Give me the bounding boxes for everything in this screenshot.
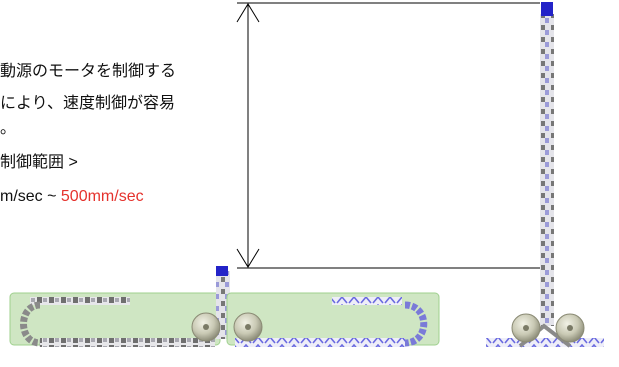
end-block-tall (541, 2, 553, 16)
chain-top-middle (332, 297, 402, 305)
chain-bottom-right (486, 338, 604, 347)
speed-range: m/sec ~ 500mm/sec (0, 189, 144, 205)
chain-bottom-left (40, 338, 215, 347)
gear-icon (191, 312, 221, 342)
description-line-3: 。 (0, 120, 17, 137)
speed-range-max: 500mm/sec (60, 188, 144, 205)
chain-loop-middle (235, 301, 428, 347)
chain-riser-tall (540, 14, 554, 326)
chain-top-left (30, 297, 130, 305)
gear-icon (555, 313, 585, 343)
gear-icon (233, 312, 263, 342)
description-line-1: 動源のモータを制御する (0, 63, 177, 80)
gear-icon (511, 313, 541, 343)
description-line-2: により、速度制御が容易 (0, 95, 176, 112)
chain-loop-left (20, 301, 215, 347)
dimension-arrow-icon (236, 3, 260, 268)
control-range-heading: 制御範囲 > (0, 154, 78, 171)
speed-range-min: m/sec ~ (0, 188, 61, 205)
chain-bottom-middle (235, 338, 405, 347)
end-block-small (216, 266, 228, 276)
